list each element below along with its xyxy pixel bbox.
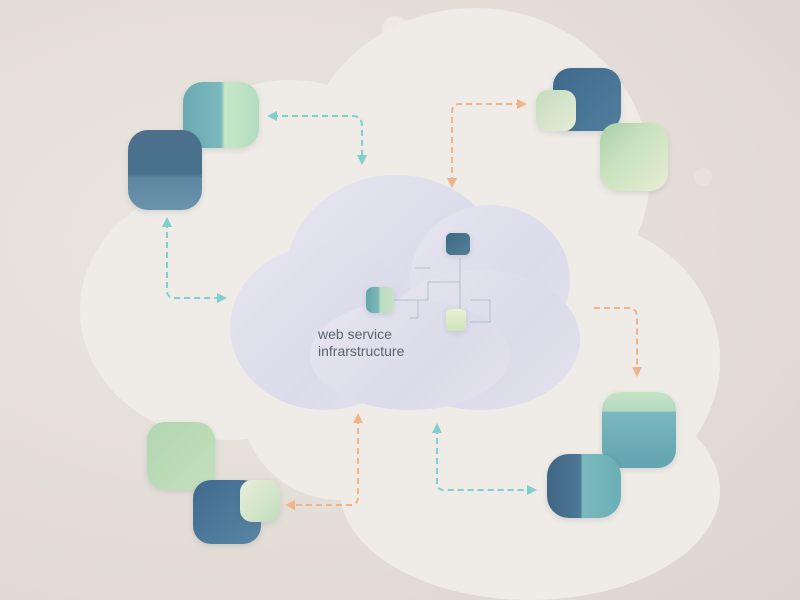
navy-square-node[interactable]: [128, 130, 202, 210]
connector-bottom-left: [285, 413, 363, 510]
green-square-node[interactable]: [147, 422, 215, 490]
connector-right: [594, 307, 642, 377]
cream-mini-node[interactable]: [446, 309, 466, 331]
navy-mini-node[interactable]: [446, 233, 470, 255]
decor-dot: [694, 168, 712, 186]
mint-teal-square-node[interactable]: [602, 392, 676, 468]
connector-top-right: [447, 99, 527, 188]
connector-left: [162, 217, 227, 303]
navy-teal-pill-node[interactable]: [547, 454, 621, 518]
teal-mint-mini-node[interactable]: [366, 287, 394, 313]
connector-top-left: [267, 111, 367, 165]
title-line-1: web service: [318, 326, 392, 342]
mint-square-node[interactable]: [536, 90, 576, 131]
diagram-title: web service infrarstructure: [318, 326, 404, 360]
title-line-2: infrarstructure: [318, 343, 405, 359]
green-square-node[interactable]: [600, 123, 668, 191]
cream-square-node[interactable]: [240, 480, 280, 522]
connector-bottom-right: [432, 423, 537, 495]
